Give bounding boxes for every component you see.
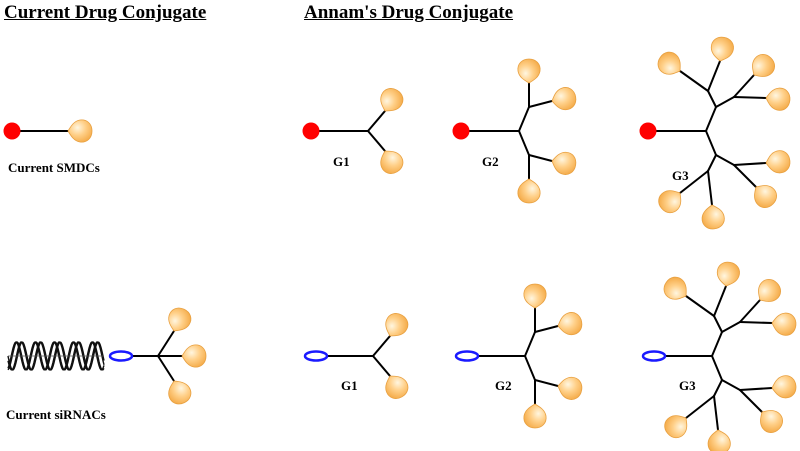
payload-icon bbox=[168, 380, 192, 405]
sirna-ligand-icon bbox=[108, 350, 134, 362]
linker-line bbox=[707, 60, 721, 92]
linker-line bbox=[534, 379, 559, 387]
payload-icon bbox=[701, 204, 725, 230]
linker-line bbox=[528, 154, 553, 162]
payload-icon bbox=[168, 307, 192, 332]
linker-line bbox=[713, 379, 723, 397]
linker-line bbox=[679, 70, 709, 92]
sirna-ligand-icon bbox=[641, 350, 667, 362]
linker-line bbox=[157, 355, 175, 382]
linker-line bbox=[713, 285, 727, 317]
payload-icon bbox=[557, 376, 583, 400]
payload-icon bbox=[765, 150, 791, 174]
linker-line bbox=[715, 96, 735, 108]
linker-line bbox=[372, 355, 391, 377]
linker-line bbox=[367, 110, 386, 132]
small-molecule-ligand-icon bbox=[452, 122, 470, 140]
label-g3-sirnac: G3 bbox=[679, 378, 696, 393]
linker-line bbox=[733, 96, 767, 99]
linker-line bbox=[372, 335, 391, 357]
payload-icon bbox=[385, 375, 409, 399]
small-molecule-ligand-icon bbox=[639, 122, 657, 140]
payload-icon bbox=[663, 276, 687, 300]
payload-icon bbox=[664, 415, 688, 439]
payload-icon bbox=[517, 178, 541, 204]
payload-icon bbox=[710, 36, 734, 62]
linker-line bbox=[157, 330, 175, 357]
payload-icon bbox=[771, 375, 797, 399]
payload-icon bbox=[181, 344, 207, 368]
payload-icon bbox=[754, 185, 777, 208]
payload-icon bbox=[517, 58, 541, 84]
payload-icon bbox=[523, 403, 547, 429]
label-g3-smdc: G3 bbox=[672, 168, 689, 183]
label-current-smdcs: Current SMDCs bbox=[8, 160, 100, 175]
linker-line bbox=[705, 130, 717, 156]
linker-line bbox=[524, 331, 536, 357]
linker-line bbox=[739, 321, 773, 324]
linker-line bbox=[524, 355, 536, 381]
linker-line bbox=[705, 106, 717, 132]
sirna-ligand-icon bbox=[303, 350, 329, 362]
linker-line bbox=[367, 130, 386, 152]
linker-line bbox=[707, 170, 713, 206]
linker-line bbox=[733, 162, 767, 166]
payload-icon bbox=[707, 429, 731, 451]
payload-icon bbox=[771, 312, 797, 336]
payload-icon bbox=[760, 410, 783, 433]
linker-line bbox=[534, 325, 559, 333]
label-g1-sirnac: G1 bbox=[341, 378, 358, 393]
linker-line bbox=[711, 331, 723, 357]
small-molecule-ligand-icon bbox=[302, 122, 320, 140]
linker-line bbox=[733, 164, 757, 188]
label-g2-sirnac: G2 bbox=[495, 378, 512, 393]
header-annam-drug-conjugate: Annam's Drug Conjugate bbox=[304, 2, 514, 23]
linker-line bbox=[528, 100, 553, 108]
rna-duplex-strand bbox=[7, 341, 105, 371]
linker-line bbox=[707, 154, 717, 172]
linker-line bbox=[679, 170, 709, 194]
linker-line bbox=[721, 379, 741, 391]
rna-duplex-strand bbox=[7, 341, 105, 371]
label-g2-smdc: G2 bbox=[482, 154, 499, 169]
label-g1-smdc: G1 bbox=[333, 154, 350, 169]
linker-line bbox=[739, 299, 761, 323]
payload-icon bbox=[658, 190, 682, 214]
linker-line bbox=[713, 315, 723, 333]
payload-icon bbox=[765, 87, 791, 111]
linker-line bbox=[707, 90, 717, 108]
payload-icon bbox=[385, 313, 409, 337]
payload-icon bbox=[551, 151, 577, 175]
payload-icon bbox=[67, 119, 93, 143]
linker-line bbox=[518, 130, 530, 156]
linker-line bbox=[715, 154, 735, 166]
linker-line bbox=[518, 106, 530, 132]
payload-icon bbox=[380, 150, 404, 174]
header-current-drug-conjugate: Current Drug Conjugate bbox=[4, 2, 207, 23]
linker-line bbox=[685, 295, 715, 317]
small-molecule-ligand-icon bbox=[3, 122, 21, 140]
rna-duplex-strand bbox=[7, 341, 105, 371]
payload-icon bbox=[557, 312, 583, 336]
payload-icon bbox=[551, 87, 577, 111]
payload-icon bbox=[716, 261, 740, 287]
payload-icon bbox=[657, 51, 681, 75]
payload-icon bbox=[758, 279, 781, 302]
linker-line bbox=[713, 395, 719, 431]
payload-icon bbox=[523, 283, 547, 309]
linker-line bbox=[739, 389, 763, 413]
payload-icon bbox=[752, 54, 775, 77]
linker-line bbox=[721, 321, 741, 333]
linker-line bbox=[739, 387, 773, 391]
sirna-ligand-icon bbox=[454, 350, 480, 362]
linker-line bbox=[711, 355, 723, 381]
payload-icon bbox=[380, 88, 404, 112]
linker-line bbox=[733, 74, 755, 98]
linker-line bbox=[685, 395, 715, 419]
label-current-sirnacs: Current siRNACs bbox=[6, 407, 106, 422]
